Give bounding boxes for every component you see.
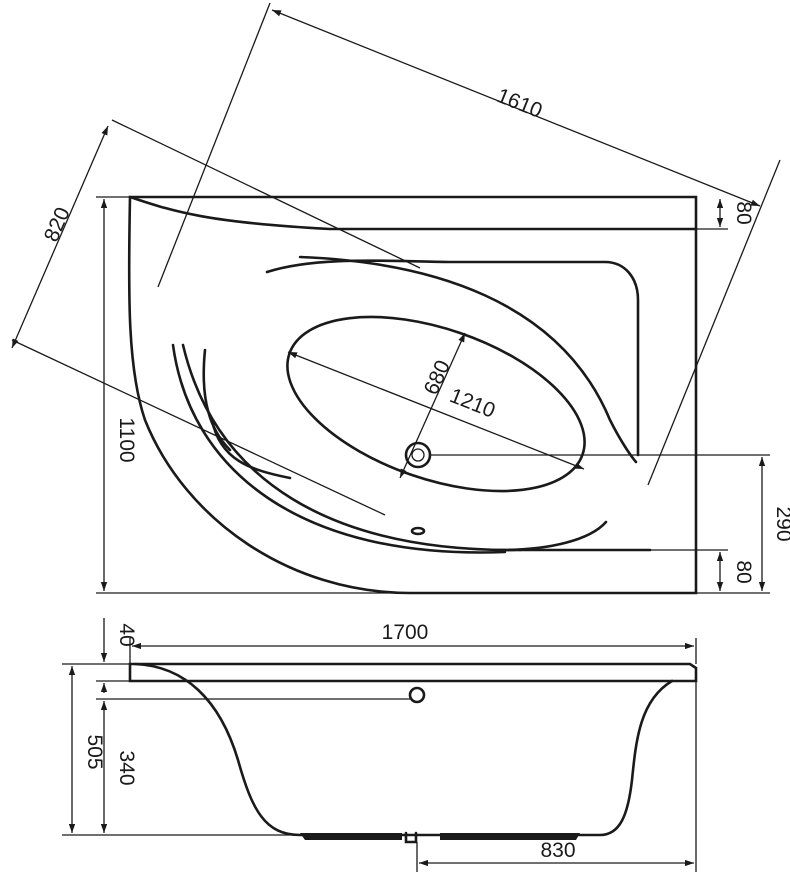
dim-1700-label: 1700 [382,621,429,644]
ext-line-1610-b [647,159,781,486]
side-body [133,662,674,837]
lower-hook [498,520,608,552]
dim-505-label: 505 [83,734,106,769]
side-foot-left [300,833,402,840]
dim-820-label: 820 [40,204,75,245]
dim-1210-label: 1210 [447,384,499,423]
dim-680-label: 680 [420,357,455,398]
ext-line-1610-a [157,2,271,288]
dim-340-label: 340 [115,750,138,785]
side-view: 1700 40 505 340 830 [62,618,698,872]
tub-outline [127,195,698,595]
side-rim [128,662,698,683]
oval-basin [286,315,586,493]
dim-line-820 [11,125,109,349]
dim-80-bottom-label: 80 [732,560,755,583]
dim-80-top-label: 80 [732,201,755,224]
dim-830-label: 830 [540,839,575,862]
ext-line-820-a [111,119,421,269]
inner-bowl-curve [181,343,522,552]
side-foot-right [440,833,580,840]
dim-290-label: 290 [772,506,790,541]
top-view: 1610 820 1100 680 1210 80 80 290 [11,2,790,595]
overflow-icon [410,526,426,536]
rim-inner-top [128,195,698,231]
dim-line-1210 [287,351,585,470]
inner-bowl-curve-2 [171,343,507,554]
seat-curve-2 [210,418,292,480]
dim-40-label: 40 [115,623,138,646]
backrest-sweep [298,255,638,464]
side-overflow-icon [408,686,426,704]
dim-line-1610 [271,9,761,207]
upper-step [265,259,640,457]
seat-curve [202,348,232,452]
drain-inner-icon [411,448,425,462]
side-drain-outlet [404,831,418,844]
ext-line-820-b [11,339,386,516]
dim-1610-label: 1610 [493,84,545,123]
dim-1100-label: 1100 [115,417,138,462]
